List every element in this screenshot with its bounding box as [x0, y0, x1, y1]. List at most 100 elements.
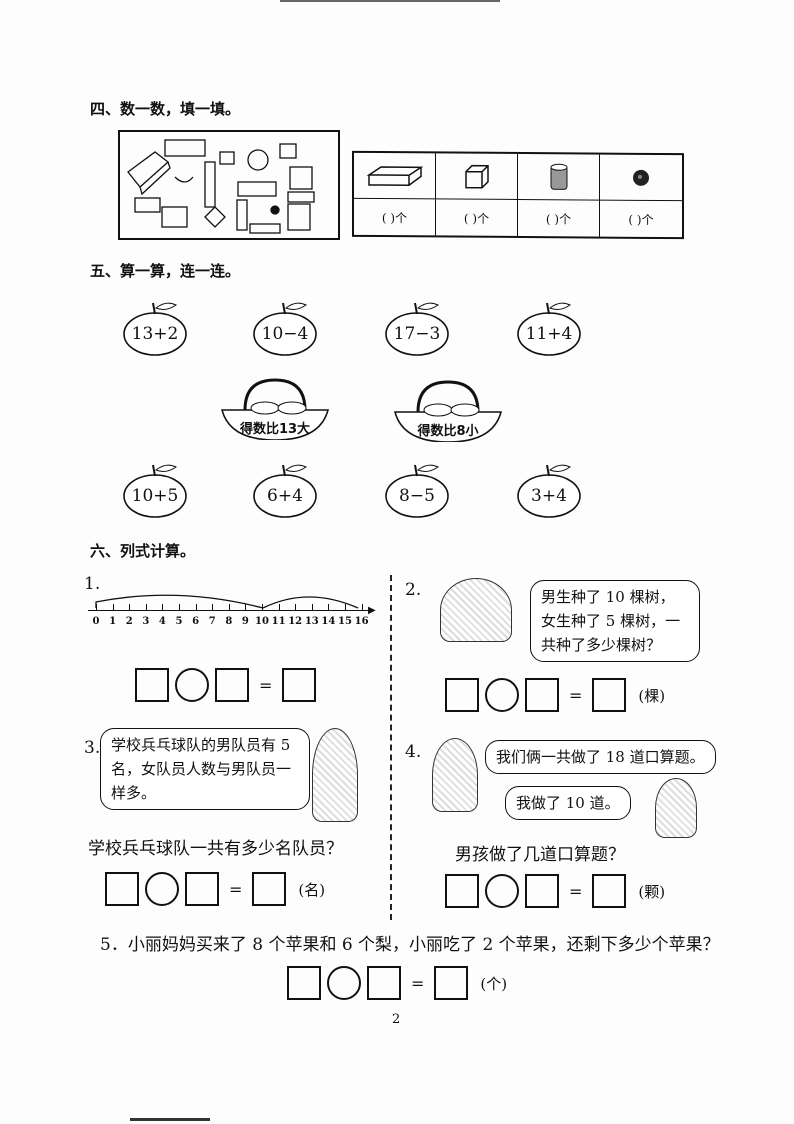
expression-text: 6+4 [267, 486, 303, 506]
q2-number: 2. [405, 580, 422, 600]
q1-equation[interactable]: = [135, 668, 317, 702]
tick-mark [361, 604, 363, 610]
unit-label: (颗) [638, 882, 666, 901]
answer-box[interactable] [287, 966, 321, 1000]
result-box[interactable] [282, 668, 317, 702]
answer-box[interactable] [135, 668, 169, 702]
result-box[interactable] [434, 966, 469, 1000]
basket-less-than-8[interactable]: 得数比8小 [393, 380, 503, 443]
q4-speech-bubble-boy: 我们俩一共做了 18 道口算题。 [485, 740, 716, 774]
answer-box[interactable] [445, 874, 479, 908]
apple-expression[interactable]: 17−3 [384, 300, 450, 356]
apple-expression[interactable]: 13+2 [122, 300, 188, 356]
operator-circle[interactable] [145, 872, 179, 906]
dashed-divider [390, 575, 392, 920]
answer-box[interactable] [215, 668, 249, 702]
answer-box[interactable] [525, 874, 559, 908]
q2-equation[interactable]: = (棵) [445, 678, 665, 712]
tick-mark [311, 604, 313, 610]
q4-question: 男孩做了几道口算题？ [455, 845, 625, 865]
answer-box[interactable] [185, 872, 219, 906]
q3-question: 学校兵乓球队一共有多少名队员？ [88, 839, 343, 859]
tick-mark [228, 604, 230, 610]
apple-expression[interactable]: 8−5 [384, 462, 450, 518]
answer-cell-sphere[interactable]: ( )个 [628, 212, 654, 227]
cylinder-icon [518, 154, 600, 201]
answer-box[interactable] [445, 678, 479, 712]
tick-label: 9 [241, 616, 249, 627]
expression-text: 3+4 [531, 486, 567, 506]
boy-illustration [312, 728, 358, 822]
basket-label: 得数比8小 [417, 424, 479, 439]
operator-circle[interactable] [485, 874, 519, 908]
answer-cell-cube[interactable]: ( )个 [436, 199, 518, 236]
q4-speech-bubble-girl: 我做了 10 道。 [505, 786, 631, 820]
expression-text: 8−5 [399, 486, 435, 506]
expression-text: 10+5 [131, 486, 179, 506]
answer-cell-cuboid[interactable]: ( )个 [354, 198, 436, 236]
girl-illustration [655, 778, 697, 838]
tick-label: 15 [338, 616, 352, 627]
expression-text: 17−3 [393, 324, 441, 344]
basket-greater-than-13[interactable]: 得数比13大 [220, 378, 330, 441]
basket-label: 得数比13大 [239, 422, 311, 437]
tick-label: 10 [255, 616, 269, 627]
shapes-picture [118, 130, 340, 240]
tick-label: 4 [158, 616, 166, 627]
apple-expression[interactable]: 6+4 [252, 462, 318, 518]
answer-box[interactable] [105, 872, 139, 906]
section5-title: 五、算一算，连一连。 [90, 262, 241, 280]
q2-speech-bubble: 男生种了 10 棵树，女生种了 5 棵树，一共种了多少棵树？ [530, 580, 700, 662]
arrow-head-icon: ▶ [368, 605, 376, 616]
tick-mark [162, 604, 164, 610]
tick-mark [195, 604, 197, 610]
answer-box[interactable] [525, 678, 559, 712]
sphere-icon [600, 154, 682, 202]
unit-label: (名) [298, 880, 326, 899]
operator-circle[interactable] [175, 668, 209, 702]
tick-mark [145, 604, 147, 610]
q3-number: 3. [84, 738, 101, 758]
apple-expression[interactable]: 10+5 [122, 462, 188, 518]
result-box[interactable] [592, 678, 627, 712]
scan-edge [130, 1118, 210, 1121]
section4-title: 四、数一数，填一填。 [90, 100, 241, 118]
tick-mark [295, 604, 297, 610]
cube-icon [436, 153, 518, 200]
tick-label: 2 [125, 616, 133, 627]
expression-text: 13+2 [131, 324, 179, 344]
q4-number: 4. [405, 742, 422, 762]
q5-equation[interactable]: = (个) [287, 966, 507, 1000]
q4-equation[interactable]: = (颗) [445, 874, 665, 908]
tick-label: 16 [354, 616, 369, 627]
tick-label: 1 [109, 616, 117, 627]
page-number: 2 [392, 1012, 401, 1027]
apple-expression[interactable]: 11+4 [516, 300, 582, 356]
answer-cell-cylinder[interactable]: ( )个 [518, 200, 600, 237]
unit-label: (棵) [638, 686, 666, 705]
tick-label: 11 [271, 616, 286, 627]
operator-circle[interactable] [485, 678, 519, 712]
tick-mark [278, 604, 280, 610]
tick-mark [112, 604, 114, 610]
apple-expression[interactable]: 10−4 [252, 300, 318, 356]
cuboid-icon [354, 152, 436, 200]
answer-box[interactable] [367, 966, 401, 1000]
result-box[interactable] [592, 874, 627, 908]
apple-expression[interactable]: 3+4 [516, 462, 582, 518]
tick-label: 0 [92, 616, 100, 627]
q3-equation[interactable]: = (名) [105, 872, 325, 906]
tick-mark [96, 604, 97, 610]
tick-label: 12 [288, 616, 303, 627]
operator-circle[interactable] [327, 966, 361, 1000]
shape-count-table: ( )个 ( )个 ( )个 ( )个 [352, 150, 684, 240]
q3-speech-bubble: 学校兵乓球队的男队员有 5 名，女队员人数与男队员一样多。 [100, 728, 310, 810]
unit-label: (个) [480, 974, 508, 993]
jump-arrows [95, 594, 359, 609]
tick-mark [129, 604, 131, 610]
tick-mark [262, 604, 263, 610]
result-box[interactable] [252, 872, 287, 906]
tick-mark [179, 604, 180, 610]
